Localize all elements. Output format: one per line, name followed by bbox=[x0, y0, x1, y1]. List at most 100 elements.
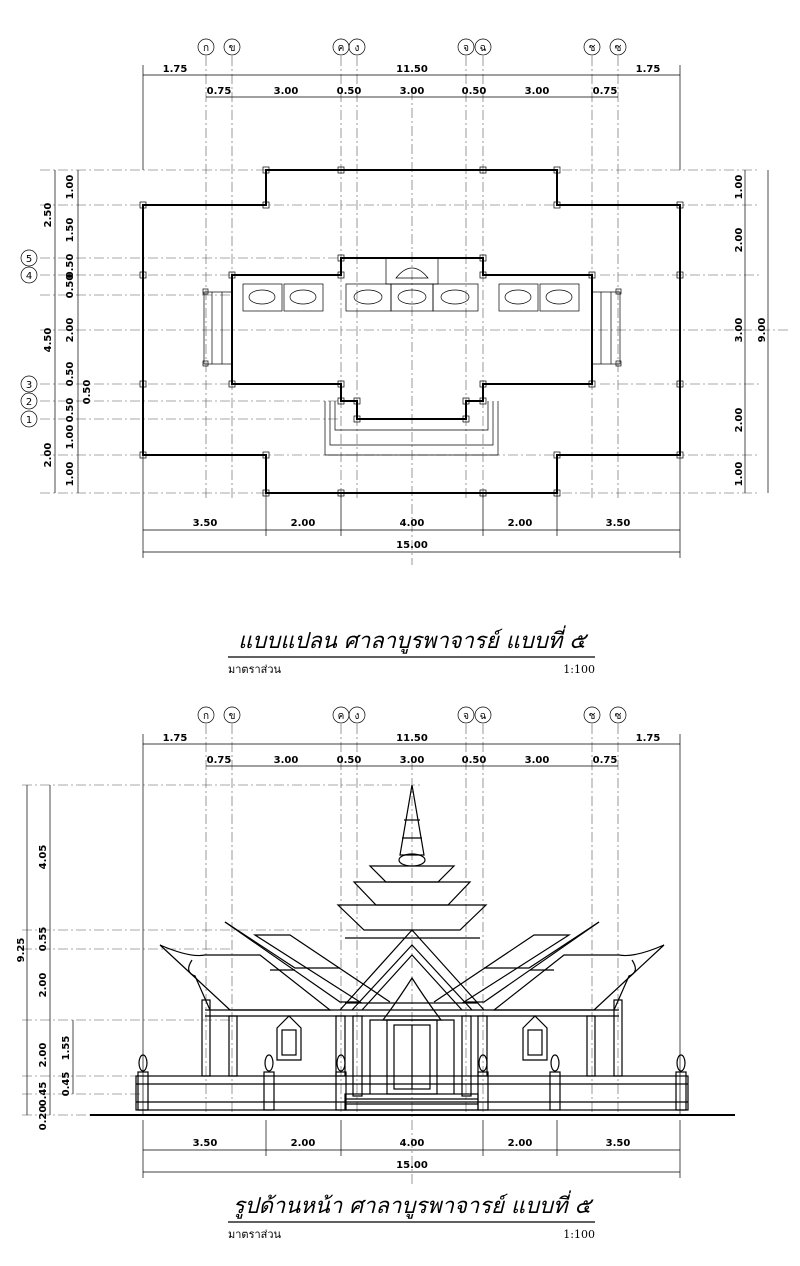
grid-bubble-label: ฉ bbox=[480, 43, 487, 54]
dim-label: 3.00 bbox=[400, 755, 425, 766]
plan-drawing: ก ข ค ง จ ฉ ช ซ 5 4 3 2 1 bbox=[20, 38, 790, 676]
dim-label: 2.00 bbox=[734, 408, 745, 433]
elevation-title: รูปด้านหน้า ศาลาบูรพาจารย์ แบบที่ ๕ bbox=[233, 1190, 595, 1219]
grid-bubble-label: ง bbox=[355, 43, 360, 54]
elevation-spire bbox=[398, 784, 426, 867]
row-bubble-label: 4 bbox=[26, 271, 32, 282]
grid-bubble-label: ข bbox=[229, 711, 236, 722]
plan-bottom-dimensions bbox=[142, 455, 681, 558]
dim-label: 2.50 bbox=[43, 203, 54, 228]
dim-label: 0.50 bbox=[337, 755, 362, 766]
dim-label: 2.00 bbox=[291, 518, 316, 529]
grid-bubble-label: ซ bbox=[615, 43, 622, 54]
grid-bubble-label: ช bbox=[589, 711, 596, 722]
dim-label: 2.00 bbox=[65, 318, 76, 343]
elevation-bottom-dimensions bbox=[142, 1120, 681, 1178]
plan-grid-bubbles: ก ข ค ง จ ฉ ช ซ bbox=[197, 38, 627, 56]
dim-label: 3.00 bbox=[525, 86, 550, 97]
plan-side-ramps bbox=[203, 291, 621, 365]
dim-label: 1.00 bbox=[65, 425, 76, 450]
dim-label: 15.00 bbox=[396, 1160, 428, 1171]
dim-label: 0.50 bbox=[65, 362, 76, 387]
dim-label: 1.55 bbox=[61, 1036, 72, 1061]
grid-bubble-label: จ bbox=[463, 43, 469, 54]
dim-label: 3.50 bbox=[193, 1138, 218, 1149]
dim-label: 9.25 bbox=[16, 938, 27, 963]
elevation-grid-bubbles: ก ข ค ง จ ฉ ช ซ bbox=[197, 706, 627, 724]
dim-label: 0.50 bbox=[65, 254, 76, 279]
dim-label: 0.75 bbox=[207, 86, 232, 97]
dim-label: 2.00 bbox=[38, 973, 49, 998]
dim-label: 0.50 bbox=[462, 86, 487, 97]
plan-right-dim-labels: 1.00 2.00 3.00 2.00 1.00 9.00 bbox=[734, 175, 768, 487]
grid-bubble-label: ฉ bbox=[480, 711, 487, 722]
elevation-scale-value: 1:100 bbox=[563, 1228, 595, 1241]
dim-label: 4.50 bbox=[43, 328, 54, 353]
plan-front-steps bbox=[324, 401, 499, 456]
grid-bubble-label: ก bbox=[203, 711, 209, 722]
dim-label: 3.00 bbox=[274, 86, 299, 97]
dim-label: 0.75 bbox=[593, 755, 618, 766]
row-bubble-label: 1 bbox=[26, 415, 32, 426]
dim-label: 1.00 bbox=[65, 462, 76, 487]
grid-bubble-label: ค bbox=[338, 711, 345, 722]
dim-label: 3.00 bbox=[734, 318, 745, 343]
grid-bubble-label: ค bbox=[338, 43, 345, 54]
plan-left-dim-labels: 1.00 1.50 0.50 0.50 2.00 0.50 0.50 0.50 … bbox=[43, 175, 93, 487]
plan-altar-niches bbox=[242, 257, 580, 312]
dim-label: 3.00 bbox=[400, 86, 425, 97]
grid-bubble-label: ช bbox=[589, 43, 596, 54]
grid-bubble-label: ก bbox=[203, 43, 209, 54]
dim-label: 1.00 bbox=[734, 175, 745, 200]
dim-label: 4.00 bbox=[400, 1138, 425, 1149]
dim-label: 1.75 bbox=[636, 64, 661, 75]
dim-label: 3.00 bbox=[274, 755, 299, 766]
dim-label: 3.50 bbox=[606, 518, 631, 529]
elevation-front-door bbox=[369, 976, 455, 1095]
plan-title: แบบแปลน ศาลาบูรพาจารย์ แบบที่ ๕ bbox=[238, 625, 589, 654]
elevation-middle-roof bbox=[224, 921, 600, 1003]
elevation-left-dimensions bbox=[26, 785, 74, 1115]
plan-outer-platform bbox=[142, 169, 681, 494]
dim-label: 1.50 bbox=[65, 218, 76, 243]
dim-label: 2.00 bbox=[508, 1138, 533, 1149]
grid-bubble-label: จ bbox=[463, 711, 469, 722]
elevation-top-dimensions bbox=[142, 734, 681, 1115]
dim-label: 2.00 bbox=[38, 1043, 49, 1068]
dim-label: 3.00 bbox=[525, 755, 550, 766]
elevation-scale-label: มาตราส่วน bbox=[228, 1228, 282, 1241]
plan-columns bbox=[139, 166, 684, 497]
elevation-windows bbox=[276, 1015, 548, 1061]
dim-label: 4.05 bbox=[38, 845, 49, 870]
dim-label: 0.45 bbox=[61, 1072, 72, 1097]
dim-label: 3.50 bbox=[606, 1138, 631, 1149]
dim-label: 0.50 bbox=[337, 86, 362, 97]
elevation-drawing: ก ข ค ง จ ฉ ช ซ bbox=[16, 706, 735, 1241]
elevation-left-dim-labels: 9.25 4.05 0.55 2.00 2.00 0.45 0.20 1.55 … bbox=[16, 845, 72, 1131]
plan-row-bubbles: 5 4 3 2 1 bbox=[20, 249, 38, 428]
elevation-central-gable bbox=[339, 929, 485, 1011]
dim-label: 0.50 bbox=[65, 398, 76, 423]
dim-label: 0.50 bbox=[462, 755, 487, 766]
dim-label: 3.50 bbox=[193, 518, 218, 529]
dim-label: 11.50 bbox=[396, 733, 428, 744]
dim-label: 2.00 bbox=[508, 518, 533, 529]
grid-bubble-label: ง bbox=[355, 711, 360, 722]
elevation-tiered-roof bbox=[336, 865, 488, 939]
grid-bubble-label: ซ bbox=[615, 711, 622, 722]
plan-right-dimensions bbox=[744, 170, 769, 493]
dim-label: 0.75 bbox=[207, 755, 232, 766]
dim-label: 2.00 bbox=[734, 228, 745, 253]
dim-label: 15.00 bbox=[396, 540, 428, 551]
row-bubble-label: 2 bbox=[26, 397, 32, 408]
dim-label: 0.75 bbox=[593, 86, 618, 97]
plan-grid-lines bbox=[40, 56, 790, 565]
dim-label: 1.75 bbox=[163, 733, 188, 744]
plan-left-dimensions bbox=[54, 170, 79, 493]
dim-label: 11.50 bbox=[396, 64, 428, 75]
grid-bubble-label: ข bbox=[229, 43, 236, 54]
dim-label: 4.00 bbox=[400, 518, 425, 529]
dim-label: 1.00 bbox=[734, 462, 745, 487]
dim-label: 2.00 bbox=[291, 1138, 316, 1149]
